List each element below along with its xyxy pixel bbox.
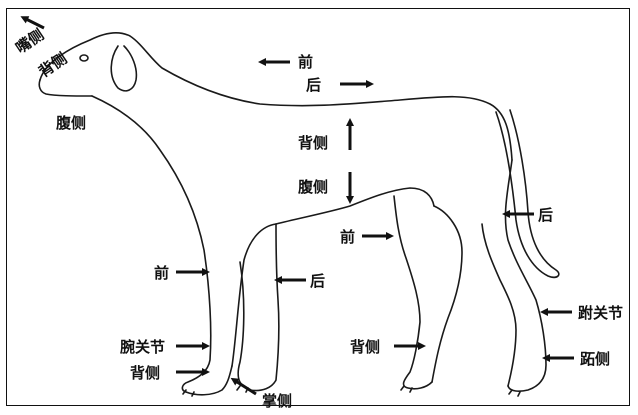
label-fore-dorsal: 背侧 xyxy=(130,364,160,382)
ear-outline xyxy=(111,46,136,91)
direction-arrows xyxy=(24,18,574,394)
head-back-outline xyxy=(40,33,512,160)
dog-outline xyxy=(39,33,559,396)
label-fore-caudal: 后 xyxy=(310,272,325,290)
label-hind-dorsal: 背侧 xyxy=(350,338,380,356)
foreleg-back-outline xyxy=(232,224,276,366)
label-fore-cranial: 前 xyxy=(154,264,169,282)
label-dorsal-mid: 背侧 xyxy=(298,134,328,152)
tail-outline xyxy=(496,110,559,277)
label-tarsal-joint: 跗关节 xyxy=(578,304,623,322)
label-rostral: 嘴侧 xyxy=(12,26,47,58)
label-hind-cranial: 前 xyxy=(340,228,355,246)
muzzle-outline xyxy=(39,80,92,96)
rear-leg-outline xyxy=(505,160,546,391)
label-carpal-joint: 腕关节 xyxy=(120,338,165,356)
second-foreleg-outline xyxy=(238,224,279,391)
label-tail-caudal: 后 xyxy=(538,206,553,224)
label-palmar: 掌侧 xyxy=(262,392,292,410)
hind-leg-back-outline xyxy=(432,206,462,382)
label-cranial-top: 前 xyxy=(298,53,313,71)
eye xyxy=(80,55,88,61)
label-ventral-head: 腹侧 xyxy=(56,114,86,132)
paw-claws xyxy=(183,386,520,396)
direction-labels: 嘴侧 背侧 腹侧 前 后 背侧 腹侧 后 前 前 后 跗关节 腕关节 背侧 跖侧… xyxy=(12,26,623,410)
label-ventral-mid: 腹侧 xyxy=(298,178,328,196)
label-caudal-top: 后 xyxy=(306,76,321,94)
hind-leg-front-outline xyxy=(394,196,432,389)
label-plantar: 跖侧 xyxy=(580,350,610,368)
palmar-arrow xyxy=(234,380,256,394)
